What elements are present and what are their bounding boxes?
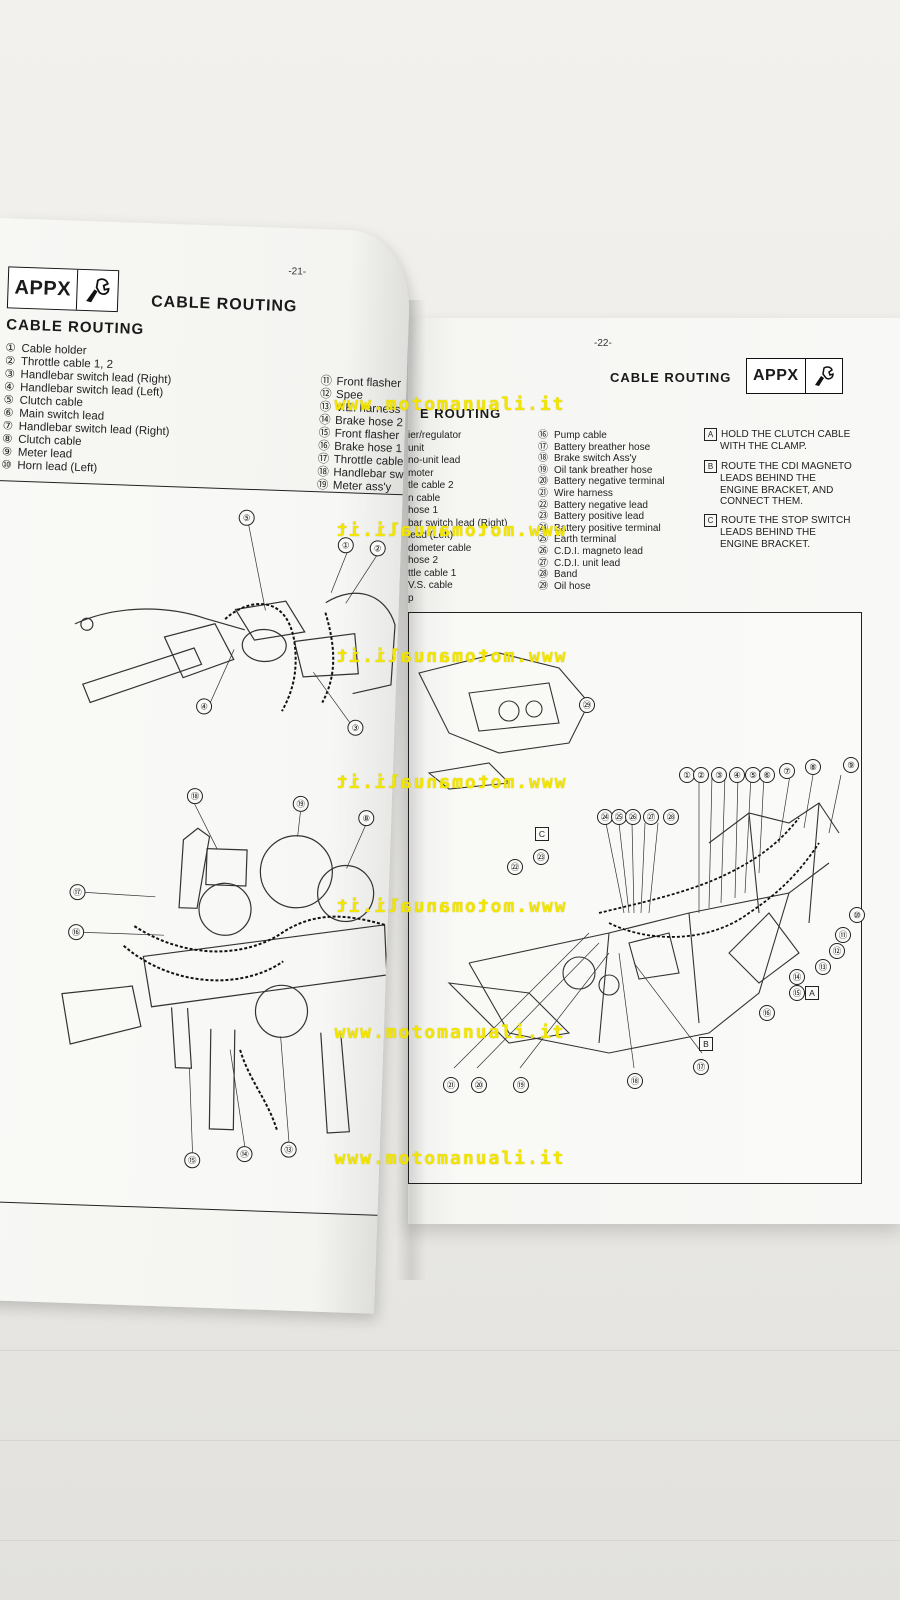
- tools-icon: [804, 359, 842, 393]
- callout: ㉓: [533, 849, 549, 865]
- callout: ⑧: [805, 759, 821, 775]
- callout: ㉑: [443, 1077, 459, 1093]
- right-page: -22- CABLE ROUTING APPX E ROUTING ier/re…: [408, 318, 900, 1224]
- page-title: CABLE ROUTING: [5, 316, 145, 339]
- callout: ②: [693, 767, 709, 783]
- appx-badge: APPX: [746, 358, 843, 394]
- legend-line: no-unit lead: [408, 455, 461, 466]
- legend-line: dometer cable: [408, 542, 472, 554]
- watermark-mirrored: www.motomanuali.it: [334, 772, 566, 793]
- motorcycle-diagram: ① ② ③ ④ ⑤ ⑥ ⑦ ⑧ ⑨ ㉔ ㉕ ㉖ ㉗ ㉘ ⑩ ⑪ ⑫ ⑬ ⑭ ⑮ …: [408, 612, 865, 1184]
- callout: ㉒: [507, 859, 523, 875]
- callout: ⑬: [815, 959, 831, 975]
- legend-line: ttle cable 1: [408, 567, 457, 579]
- partial-legend: ier/regulator unit no-unit lead moter tl…: [408, 430, 507, 605]
- callout: ⑥: [759, 767, 775, 783]
- legend-line: n cable: [408, 492, 441, 504]
- page-number: -22-: [594, 338, 612, 349]
- square-callout: A: [805, 986, 819, 1000]
- legend-line: p: [408, 593, 507, 606]
- legend-line: ier/regulator: [408, 430, 462, 441]
- header-title: CABLE ROUTING: [610, 370, 732, 385]
- handlebar-drawing: [61, 523, 396, 1153]
- callout: ⑫: [829, 943, 845, 959]
- callout: ⑯: [759, 1005, 775, 1021]
- page-number: -21-: [288, 266, 307, 278]
- header-title: CABLE ROUTING: [150, 293, 298, 316]
- square-callout: C: [535, 827, 549, 841]
- handlebar-diagram: ⑤ ④ ③ ② ① ⑱ ⑲ ⑧ ⑰ ⑯ ⑮ ⑭ ⑬: [0, 480, 412, 1218]
- table-line: [0, 1540, 900, 1541]
- callout: ㉖: [625, 809, 641, 825]
- partial-title: E ROUTING: [420, 406, 502, 421]
- callout: ③: [711, 767, 727, 783]
- callout: ㉙: [579, 697, 595, 713]
- table-line: [0, 1350, 900, 1351]
- watermark: www.motomanuali.it: [334, 1148, 566, 1169]
- callout: ⑩: [849, 907, 865, 923]
- tools-icon: [76, 269, 119, 312]
- watermark-mirrored: www.motomanuali.it: [334, 896, 566, 917]
- legend-line: moter: [408, 468, 507, 481]
- callout: ⑮: [789, 985, 805, 1001]
- watermark: www.motomanuali.it: [334, 394, 566, 415]
- appx-badge: APPX: [6, 266, 120, 313]
- legend-line: unit: [408, 443, 507, 456]
- callout: ⑰: [693, 1059, 709, 1075]
- callout: ⑳: [471, 1077, 487, 1093]
- callout: ⑲: [513, 1077, 529, 1093]
- legend-line: V.S. cable: [408, 580, 453, 591]
- legend-line: lead (Left): [408, 530, 454, 541]
- square-callout: B: [699, 1037, 713, 1051]
- watermark-mirrored: www.motomanuali.it: [334, 520, 566, 541]
- callout: ⑱: [627, 1073, 643, 1089]
- callout: ⑪: [835, 927, 851, 943]
- callout: ⑦: [779, 763, 795, 779]
- frame-drawing: [418, 652, 842, 1069]
- table-line: [0, 1440, 900, 1441]
- legend-line: bar switch lead (Right): [408, 517, 508, 529]
- legend-line: tle cable 2: [408, 480, 454, 491]
- watermark: www.motomanuali.it: [334, 1022, 566, 1043]
- callout: ⑨: [843, 757, 859, 773]
- callout: ⑭: [789, 969, 805, 985]
- appx-label: APPX: [753, 367, 799, 384]
- legend-line: hose 2: [408, 555, 439, 566]
- watermark-mirrored: www.motomanuali.it: [334, 646, 566, 667]
- callout: ㉘: [663, 809, 679, 825]
- legend-line: hose 1: [408, 505, 439, 516]
- callout: ㉗: [643, 809, 659, 825]
- appx-label: APPX: [14, 276, 72, 301]
- callout: ④: [729, 767, 745, 783]
